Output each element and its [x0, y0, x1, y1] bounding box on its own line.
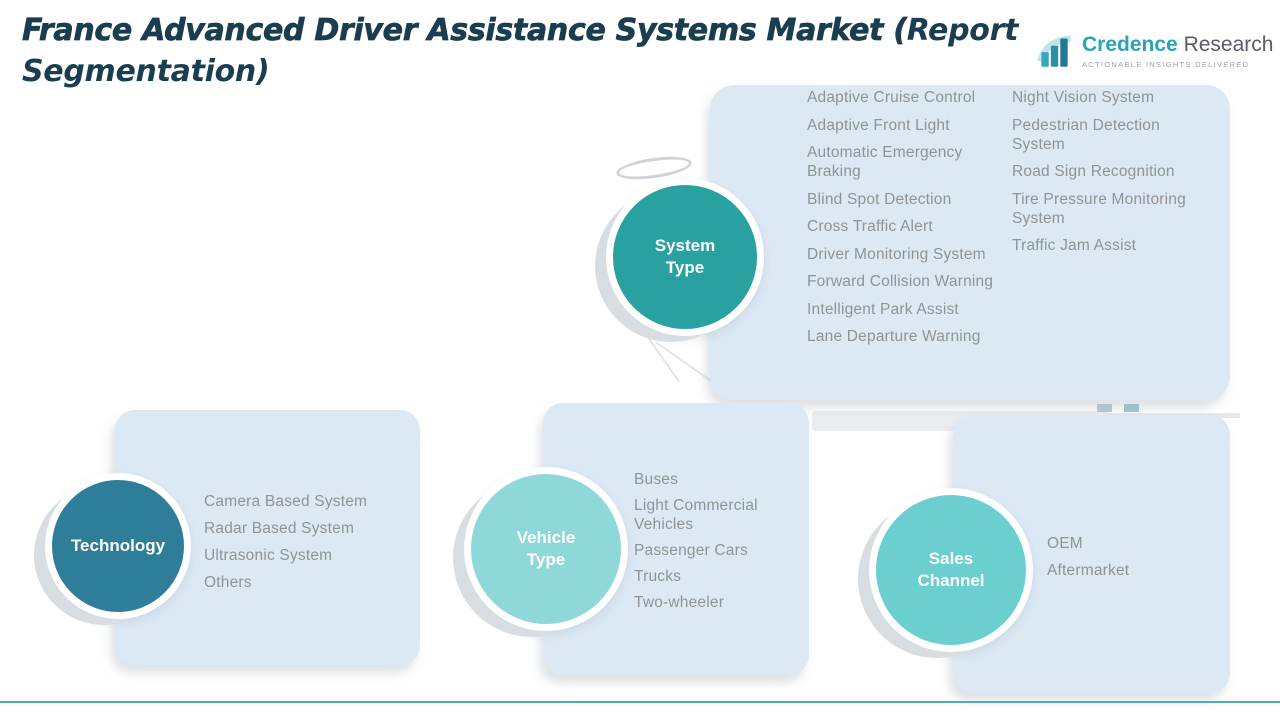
desk-sketch-tab — [1124, 404, 1139, 412]
desk-sketch-tab — [1097, 404, 1112, 412]
system-type-item: Automatic Emergency Braking — [807, 144, 963, 180]
system-type-item: Lane Departure Warning — [807, 328, 981, 345]
sales-channel-badge: Sales Channel — [869, 488, 1033, 652]
brand-secondary: Research — [1183, 33, 1274, 56]
technology-item: Radar Based System — [204, 520, 355, 537]
system-type-item: Adaptive Front Light — [807, 116, 950, 134]
vehicle-type-item: Buses — [634, 471, 679, 488]
brand-primary: Credence — [1082, 33, 1178, 56]
system-type-item: Driver Monitoring System — [807, 245, 986, 263]
logo-name: Credence Research — [1082, 33, 1273, 57]
technology-list: Camera Based System Radar Based System U… — [204, 492, 404, 592]
vehicle-type-badge: Vehicle Type — [464, 467, 628, 631]
vehicle-type-item: Two-wheeler — [634, 594, 725, 611]
page-title: France Advanced Driver Assistance System… — [22, 10, 1107, 92]
sales-channel-item: OEM — [1047, 535, 1083, 552]
system-type-item: Road Sign Recognition — [1012, 163, 1175, 180]
system-type-item: Forward Collision Warning — [807, 273, 994, 290]
sales-channel-list: OEM Aftermarket — [1047, 534, 1207, 580]
system-type-item: Cross Traffic Alert — [807, 218, 933, 235]
bar-chart-icon — [1037, 35, 1071, 67]
logo-text: Credence Research Actionable Insights De… — [1082, 29, 1273, 69]
technology-item: Camera Based System — [204, 493, 368, 510]
sales-channel-label: Sales Channel — [917, 549, 985, 590]
system-type-item: Pedestrian Detection System — [1012, 116, 1160, 153]
system-type-item: Traffic Jam Assist — [1012, 237, 1137, 254]
page-title-suffix: Report Segmentation) — [22, 13, 1019, 89]
system-type-item: Intelligent Park Assist — [807, 300, 959, 318]
logo-tagline: Actionable Insights Delivered — [1082, 60, 1250, 69]
technology-label: Technology — [70, 536, 166, 555]
technology-item: Ultrasonic System — [204, 547, 333, 564]
system-type-label: System Type — [654, 236, 716, 277]
page-title-main: France Advanced Driver Assistance System… — [22, 13, 908, 49]
vehicle-type-list: Buses Light Commercial Vehicles Passenge… — [634, 470, 774, 612]
technology-badge: Technology — [45, 473, 191, 619]
system-type-item: Blind Spot Detection — [807, 190, 952, 208]
system-type-panel — [710, 85, 1230, 400]
vehicle-type-item: Light Commercial Vehicles — [634, 497, 758, 533]
system-type-list-col1: Adaptive Cruise Control Adaptive Front L… — [807, 88, 1007, 346]
sales-channel-item: Aftermarket — [1047, 562, 1130, 579]
vehicle-type-item: Trucks — [634, 568, 682, 585]
system-type-item: Tire Pressure Monitoring System — [1012, 190, 1186, 227]
bottom-accent-line — [0, 701, 1280, 703]
system-type-item: Night Vision System — [1012, 89, 1155, 106]
system-type-badge: System Type — [606, 178, 764, 336]
credence-research-logo: Credence Research Actionable Insights De… — [1033, 29, 1273, 71]
vehicle-type-label: Vehicle Type — [516, 528, 576, 569]
technology-item: Others — [204, 574, 252, 591]
vehicle-type-item: Passenger Cars — [634, 542, 748, 559]
system-type-item: Adaptive Cruise Control — [807, 89, 976, 106]
system-type-list-col2: Night Vision System Pedestrian Detection… — [1012, 88, 1197, 255]
